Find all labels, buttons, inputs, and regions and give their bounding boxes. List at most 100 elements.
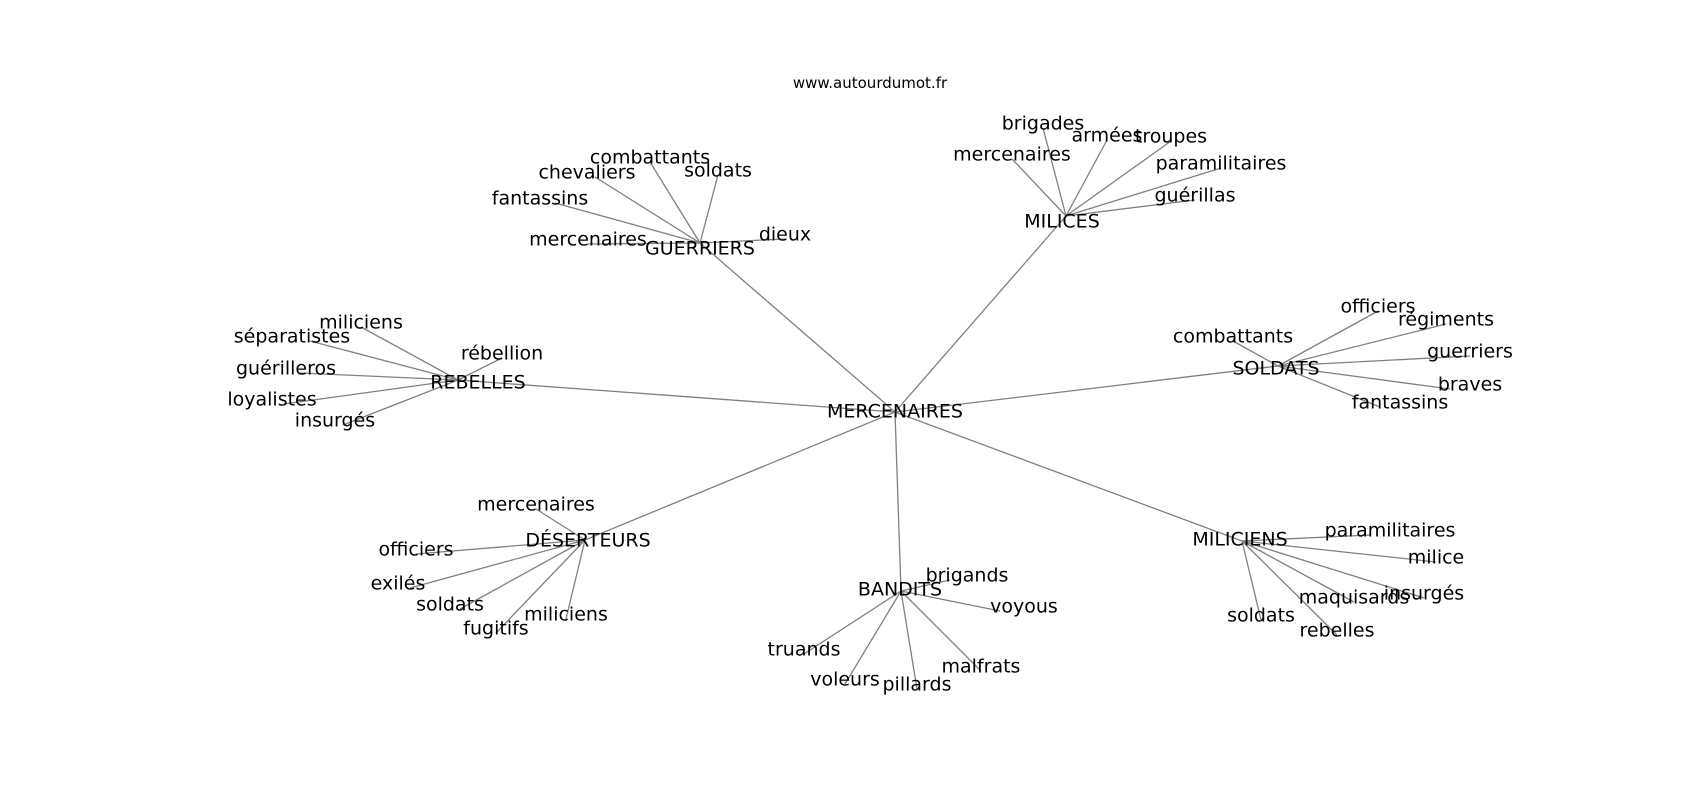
site-url[interactable]: www.autourdumot.fr <box>793 74 948 92</box>
edge-rebelles-rebellion <box>457 357 503 381</box>
edge-deserteurs-fugitifs <box>495 539 586 634</box>
leaf-node-soldats-braves[interactable]: braves <box>1438 374 1502 396</box>
edge-milices-armees <box>1065 139 1108 217</box>
leaf-node-milices-troupes[interactable]: troupes <box>1135 126 1207 148</box>
leaf-node-rebelles-insurges[interactable]: insurgés <box>295 410 375 432</box>
edge-soldats-fantassins <box>1277 365 1381 408</box>
edge-miliciens-insurges <box>1241 540 1425 599</box>
edge-deserteurs-exiles <box>409 539 586 589</box>
edge-deserteurs-soldats <box>459 539 586 610</box>
leaf-node-rebelles-separatistes[interactable]: séparatistes <box>234 326 350 348</box>
leaf-node-bandits-voleurs[interactable]: voleurs <box>810 669 880 691</box>
leaf-node-guerriers-combattants[interactable]: combattants <box>590 147 710 169</box>
edge-guerriers-dieux <box>699 238 786 244</box>
center-node-label[interactable]: MERCENAIRES <box>827 401 963 423</box>
edge-guerriers-mercenaires <box>587 242 701 245</box>
leaf-node-rebelles-guerilleros[interactable]: guérilleros <box>236 358 336 380</box>
leaf-node-bandits-malfrats[interactable]: malfrats <box>942 656 1021 678</box>
leaf-node-miliciens-soldats[interactable]: soldats <box>1227 605 1295 627</box>
hub-node-milices[interactable]: MILICES <box>1024 211 1100 233</box>
leaf-node-guerriers-mercenaires[interactable]: mercenaires <box>529 229 647 251</box>
leaf-node-deserteurs-miliciens[interactable]: miliciens <box>524 604 608 626</box>
leaf-node-soldats-regiments[interactable]: régiments <box>1398 309 1494 331</box>
leaf-node-bandits-brigands[interactable]: brigands <box>926 565 1009 587</box>
edge-miliciens-milice <box>1241 540 1437 563</box>
edge-bandits-pillards <box>900 590 918 690</box>
edge-milices-troupes <box>1065 140 1172 217</box>
edge-soldats-guerriers <box>1277 355 1471 367</box>
hub-node-soldats[interactable]: SOLDATS <box>1232 358 1319 380</box>
leaf-node-guerriers-soldats[interactable]: soldats <box>684 160 752 182</box>
edge-guerriers-soldats <box>699 174 719 244</box>
edge-miliciens-rebelles <box>1241 540 1338 636</box>
leaf-node-soldats-fantassins[interactable]: fantassins <box>1352 392 1448 414</box>
edge-bandits-truands <box>803 590 902 655</box>
edge-rebelles-loyalistes <box>283 379 459 405</box>
leaf-node-guerriers-dieux[interactable]: dieux <box>759 224 811 246</box>
edge-deserteurs-mercenaires <box>535 508 586 541</box>
leaf-node-guerriers-fantassins[interactable]: fantassins <box>492 188 588 210</box>
leaf-node-miliciens-insurges[interactable]: insurgés <box>1384 583 1464 605</box>
edge-center-miliciens <box>894 411 1243 542</box>
leaf-node-deserteurs-fugitifs[interactable]: fugitifs <box>463 618 528 640</box>
edge-center-soldats <box>894 365 1279 413</box>
edge-soldats-combattants <box>1232 340 1279 367</box>
edge-rebelles-separatistes <box>309 340 459 381</box>
leaf-node-deserteurs-soldats[interactable]: soldats <box>416 594 484 616</box>
leaf-node-miliciens-rebelles[interactable]: rebelles <box>1300 620 1375 642</box>
leaf-node-guerriers-chevaliers[interactable]: chevaliers <box>538 162 635 184</box>
edge-deserteurs-officiers <box>415 539 586 555</box>
leaf-node-miliciens-maquisards[interactable]: maquisards <box>1299 587 1410 609</box>
leaf-node-miliciens-milice[interactable]: milice <box>1408 547 1464 569</box>
hub-node-miliciens[interactable]: MILICIENS <box>1192 529 1287 551</box>
leaf-node-soldats-officiers[interactable]: officiers <box>1340 296 1415 318</box>
leaf-node-soldats-guerriers[interactable]: guerriers <box>1427 341 1513 363</box>
leaf-node-milices-paramilitaires[interactable]: paramilitaires <box>1156 153 1287 175</box>
edge-center-guerriers <box>699 242 896 413</box>
leaf-node-milices-armees[interactable]: armées <box>1072 125 1143 147</box>
graph-edges <box>283 127 1471 690</box>
leaf-node-rebelles-rebellion[interactable]: rébellion <box>461 343 543 365</box>
edge-bandits-voyous <box>900 590 1001 612</box>
edge-guerriers-chevaliers <box>594 176 701 244</box>
leaf-node-milices-guerillas[interactable]: guérillas <box>1155 185 1236 207</box>
leaf-node-deserteurs-mercenaires[interactable]: mercenaires <box>477 494 595 516</box>
edge-guerriers-fantassins <box>554 202 701 244</box>
edge-rebelles-insurges <box>342 379 459 426</box>
edge-miliciens-soldats <box>1241 540 1262 621</box>
edge-bandits-malfrats <box>900 590 982 672</box>
hub-node-guerriers[interactable]: GUERRIERS <box>645 238 755 260</box>
edge-bandits-brigands <box>900 579 951 592</box>
hub-node-deserteurs[interactable]: DÉSERTEURS <box>525 529 650 552</box>
edge-soldats-officiers <box>1277 310 1379 367</box>
edge-deserteurs-miliciens <box>565 539 586 620</box>
edge-soldats-regiments <box>1277 323 1447 367</box>
leaf-node-bandits-voyous[interactable]: voyous <box>990 596 1058 618</box>
edge-miliciens-maquisards <box>1241 540 1355 603</box>
edge-milices-brigades <box>1042 127 1067 217</box>
edge-milices-paramilitaires <box>1065 167 1222 217</box>
leaf-node-soldats-combattants[interactable]: combattants <box>1173 326 1293 348</box>
edge-bandits-voleurs <box>844 590 902 685</box>
graph-labels: MERCENAIRESGUERRIERScombattantschevalier… <box>227 113 1513 696</box>
edge-miliciens-paramilitaires <box>1241 534 1371 542</box>
edge-guerriers-combattants <box>649 161 701 244</box>
hub-node-bandits[interactable]: BANDITS <box>858 579 942 601</box>
leaf-node-rebelles-loyalistes[interactable]: loyalistes <box>227 389 316 411</box>
edge-center-milices <box>894 215 1067 413</box>
leaf-node-bandits-pillards[interactable]: pillards <box>883 674 952 696</box>
edge-milices-guerillas <box>1065 199 1196 217</box>
leaf-node-milices-brigades[interactable]: brigades <box>1002 113 1085 135</box>
edge-center-bandits <box>894 411 902 592</box>
leaf-node-miliciens-paramilitaires[interactable]: paramilitaires <box>1325 520 1456 542</box>
edge-rebelles-guerilleros <box>299 372 459 381</box>
leaf-node-deserteurs-exiles[interactable]: exilés <box>371 573 426 595</box>
leaf-node-bandits-truands[interactable]: truands <box>768 639 841 661</box>
leaf-node-milices-mercenaires[interactable]: mercenaires <box>953 144 1071 166</box>
leaf-node-deserteurs-officiers[interactable]: officiers <box>378 539 453 561</box>
edge-center-deserteurs <box>584 411 896 541</box>
hub-node-rebelles[interactable]: REBELLES <box>430 372 525 394</box>
leaf-node-rebelles-miliciens[interactable]: miliciens <box>319 312 403 334</box>
edge-center-rebelles <box>457 379 896 413</box>
